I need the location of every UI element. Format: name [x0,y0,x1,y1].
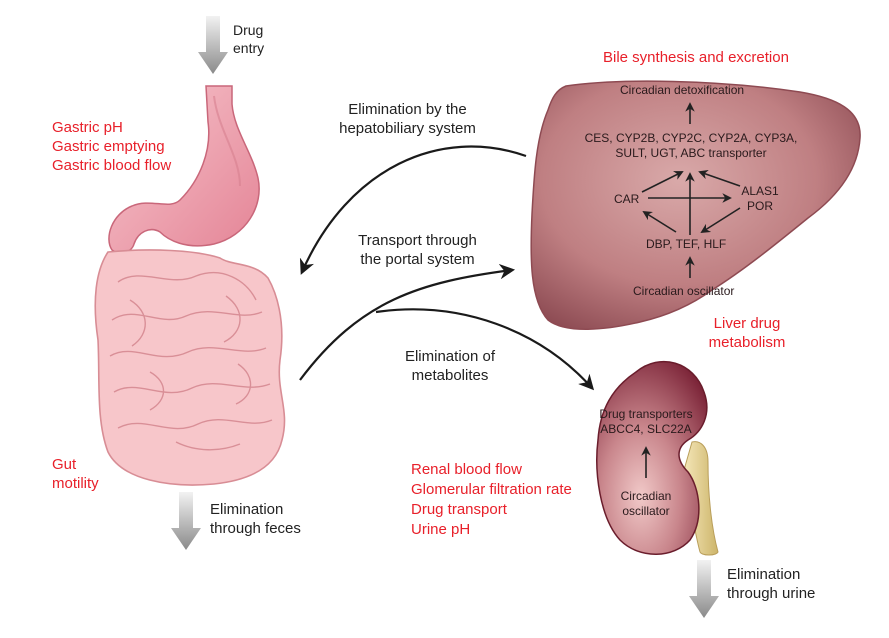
liver-metabolism-label: Liver drug metabolism [708,315,786,351]
gut-motility-label: Gut motility [52,456,99,492]
drug-entry-arrow-icon [198,16,228,74]
alas1-por-label: ALAS1 POR [741,184,779,213]
transport-portal-label: Transport through the portal system [358,232,477,268]
portal-curved-arrow-icon [299,263,516,381]
gastric-ph-label: Gastric pH [52,119,123,136]
urine-ph-label: Urine pH [411,521,471,538]
dbp-tef-hlf-label: DBP, TEF, HLF [646,237,727,251]
gastric-emptying-label: Gastric emptying [52,138,165,155]
enzymes-label: CES, CYP2B, CYP2C, CYP2A, CYP3A, SULT, U… [584,131,798,160]
elimination-metabolites-label: Elimination of metabolites [404,348,496,384]
kidney-oscillator-label: Circadian oscillator [620,489,672,518]
elimination-feces-label: Elimination through feces [210,501,301,537]
kidney-transporters-label: Drug transporters ABCC4, SLC22A [599,407,693,436]
intestine-illustration [94,249,286,486]
metabolites-curved-arrow-icon [375,308,595,391]
liver-illustration [530,80,861,330]
bile-synthesis-title: Bile synthesis and excretion [603,49,789,66]
elimination-urine-label: Elimination through urine [727,566,816,602]
drug-entry-label: Drug entry [233,22,265,56]
circadian-detox-label: Circadian detoxification [620,83,745,97]
drug-transport-label: Drug transport [411,501,507,518]
gfr-label: Glomerular filtration rate [411,481,572,498]
liver-oscillator-label: Circadian oscillator [633,284,735,298]
liver-pathway-arrows [641,102,741,278]
urine-arrow-icon [689,560,719,618]
kidney-illustration [596,361,719,556]
renal-blood-flow-label: Renal blood flow [411,461,522,478]
feces-arrow-icon [171,492,201,550]
car-label: CAR [614,192,640,206]
hepatobiliary-curved-arrow-icon [299,145,527,275]
gastric-blood-flow-label: Gastric blood flow [52,157,172,174]
elimination-hepatobiliary-label: Elimination by the hepatobiliary system [339,101,476,137]
stomach-illustration [108,85,260,254]
